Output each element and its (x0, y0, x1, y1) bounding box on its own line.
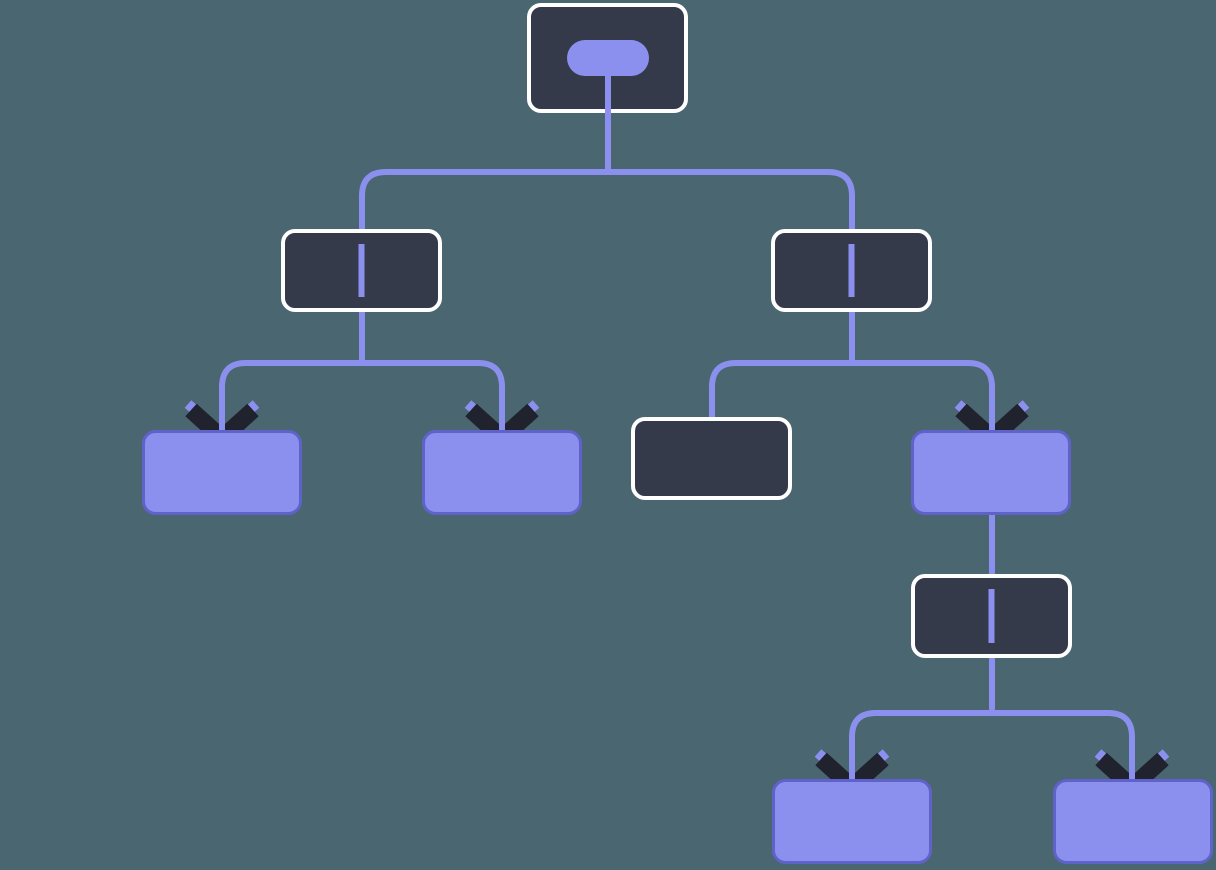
connector-layer (219, 113, 1135, 767)
connector-bus-2 (219, 360, 505, 418)
connector-bus-4 (849, 710, 1135, 767)
node-body-accent-branch[interactable] (911, 430, 1071, 515)
node-branch-left[interactable] (281, 229, 442, 312)
node-leaf-1[interactable] (142, 430, 302, 515)
node-body-dark-terminal[interactable] (631, 417, 792, 500)
node-leaf-4[interactable] (1053, 779, 1213, 864)
node-marker-pill-root (567, 40, 649, 76)
node-dark-terminal[interactable] (631, 417, 792, 500)
node-marker-bar-sub-branch (988, 589, 995, 643)
node-marker-bar-branch-right (848, 244, 855, 297)
node-leaf-3[interactable] (772, 779, 932, 864)
node-sub-branch[interactable] (911, 574, 1072, 658)
node-root[interactable] (527, 3, 688, 130)
node-accent-branch[interactable] (911, 430, 1071, 515)
connector-bus-1 (359, 169, 855, 229)
node-marker-bar-branch-left (358, 244, 365, 297)
node-body-leaf-4[interactable] (1053, 779, 1213, 864)
node-layer (142, 3, 1213, 864)
node-body-leaf-3[interactable] (772, 779, 932, 864)
node-branch-right[interactable] (771, 229, 932, 312)
node-body-leaf-1[interactable] (142, 430, 302, 515)
node-body-leaf-2[interactable] (422, 430, 582, 515)
connector-bus-3 (709, 360, 995, 418)
node-leaf-2[interactable] (422, 430, 582, 515)
node-marker-pill-stem-root (605, 74, 611, 130)
